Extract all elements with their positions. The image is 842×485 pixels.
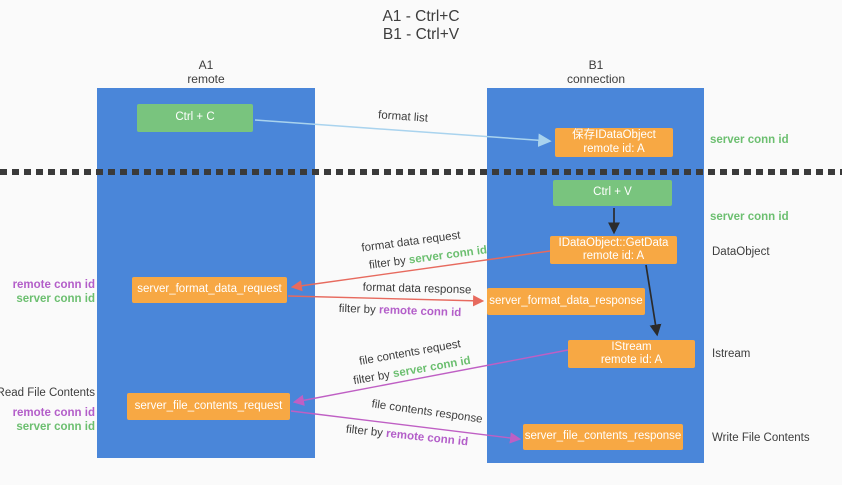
dotted-separator-line <box>0 169 842 175</box>
node-getdata: IDataObject::GetData remote id: A <box>550 236 677 264</box>
node-getdata-line1: IDataObject::GetData <box>558 236 669 249</box>
left-lifeline-role: remote <box>187 72 225 86</box>
label-remote-conn-id-left-2: remote conn id <box>12 407 95 419</box>
node-ctrl-c-label: Ctrl + C <box>175 111 215 124</box>
label-conn-ids-file-group: remote conn id server conn id <box>13 406 95 434</box>
node-save-dataobject-line1: 保存IDataObject <box>572 129 656 141</box>
filter-by-text: filter by <box>338 302 376 317</box>
label-filter-by-remote-conn-id-2: filter by remote conn id <box>345 424 468 449</box>
node-ctrl-v: Ctrl + V <box>553 180 672 206</box>
label-read-file-contents: Read File Contents <box>0 387 95 399</box>
title-line-b1: B1 - Ctrl+V <box>382 26 460 43</box>
node-server-file-contents-request-label: server_file_contents_request <box>134 399 283 412</box>
label-format-data-response: format data response <box>362 281 472 297</box>
filter-by-text: filter by <box>368 254 407 272</box>
node-save-dataobject: 保存IDataObject remote id: A <box>555 128 673 157</box>
label-dataobject: DataObject <box>712 246 770 258</box>
label-server-conn-id-top-right: server conn id <box>710 134 789 146</box>
label-write-file-contents: Write File Contents <box>712 432 810 444</box>
label-server-conn-id-mid-right: server conn id <box>710 211 789 223</box>
node-server-format-data-request-label: server_format_data_request <box>137 283 282 296</box>
node-istream-line1: IStream <box>611 340 652 353</box>
diagram-title: A1 - Ctrl+C B1 - Ctrl+V <box>0 8 842 44</box>
label-file-contents-response: file contents response <box>370 398 484 426</box>
node-save-dataobject-line2: remote id: A <box>583 142 645 155</box>
right-lifeline-role: connection <box>566 72 626 86</box>
label-format-list: format list <box>377 109 429 125</box>
label-server-conn-id-left-1: server conn id <box>16 293 95 305</box>
title-line-a1: A1 - Ctrl+C <box>382 8 460 25</box>
left-lifeline-header: A1 remote <box>146 58 266 86</box>
arrow-format-data-response <box>287 295 485 307</box>
label-server-conn-id-left-2: server conn id <box>16 421 95 433</box>
label-istream-side: Istream <box>712 348 751 360</box>
remote-conn-id-text: remote conn id <box>385 427 469 449</box>
filter-by-text: filter by <box>345 423 384 440</box>
node-server-format-data-response: server_format_data_response <box>487 288 645 315</box>
node-server-format-data-response-label: server_format_data_response <box>489 294 643 307</box>
node-server-file-contents-request: server_file_contents_request <box>127 393 290 420</box>
right-lifeline-header: B1 connection <box>536 58 656 86</box>
left-lifeline-name: A1 <box>198 58 214 72</box>
filter-by-text: filter by <box>352 368 392 388</box>
label-filter-by-remote-conn-id-1: filter by remote conn id <box>338 303 461 319</box>
remote-conn-id-text: remote conn id <box>378 304 462 320</box>
right-lifeline-name: B1 <box>588 58 604 72</box>
node-getdata-line2: remote id: A <box>582 250 645 262</box>
node-server-file-contents-response-label: server_file_contents_response <box>524 430 682 443</box>
node-ctrl-v-label: Ctrl + V <box>593 186 632 199</box>
label-remote-conn-id-left-1: remote conn id <box>12 279 95 291</box>
node-ctrl-c: Ctrl + C <box>137 104 253 132</box>
node-server-format-data-request: server_format_data_request <box>132 277 287 303</box>
node-istream: IStream remote id: A <box>568 340 695 368</box>
node-server-file-contents-response: server_file_contents_response <box>523 424 683 450</box>
server-conn-id-text: server conn id <box>408 244 488 267</box>
label-conn-ids-format-group: remote conn id server conn id <box>13 278 95 306</box>
node-istream-line2: remote id: A <box>600 354 663 366</box>
